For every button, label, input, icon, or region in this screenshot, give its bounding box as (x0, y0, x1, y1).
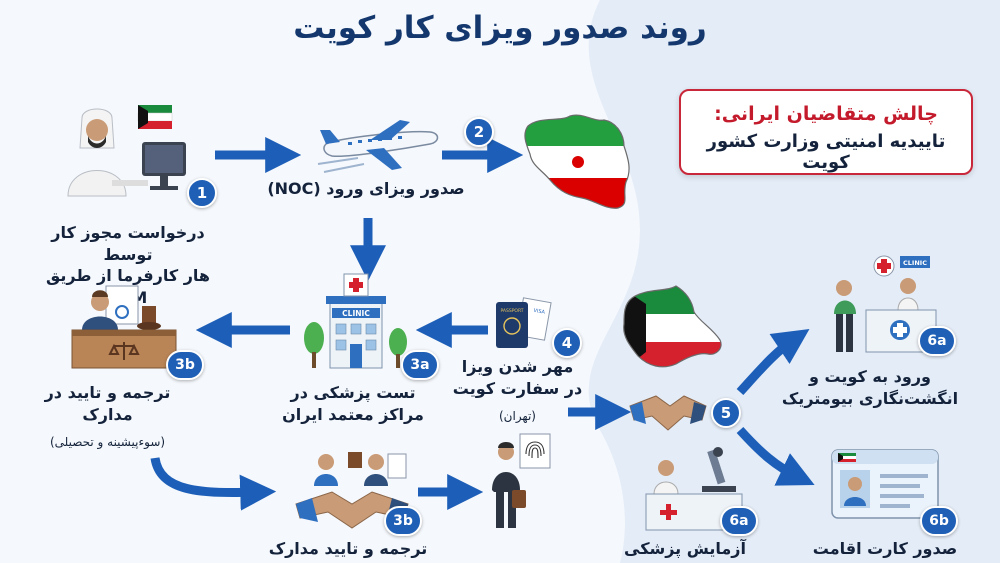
step-6a-top-line1: ورود به کویت و (809, 367, 931, 386)
arrow-5-to-6a (736, 329, 810, 396)
residence-card-icon (831, 449, 939, 519)
step-4-line2: در سفارت کویت (452, 378, 583, 398)
step-3b-top-line1: ترجمه و تایید در (44, 383, 171, 402)
airplane-icon (317, 120, 439, 173)
step-2-badge: 2 (464, 117, 494, 147)
step-3b-top-note: (سوءپیشینه و تحصیلی) (49, 435, 166, 449)
step-6a-top-line2: انگشت‌نگاری بیومتریک (781, 388, 959, 408)
step-3b-top-badge: 3b (166, 350, 204, 380)
iran-map-flag-icon (524, 114, 630, 209)
challenge-title: چالش متقاضیان ایرانی: (714, 103, 938, 125)
step-6b-label: صدور کارت اقامت (812, 539, 958, 558)
step-4-line1: مهر شدن ویزا (461, 357, 574, 376)
step-6a-bottom-label: آزمایش پزشکی (624, 539, 746, 558)
step-3b-top-line2: مدارک (82, 404, 133, 424)
kuwait-flag-card-icon (838, 453, 856, 462)
step-4-note: (تهران) (498, 409, 536, 423)
step-3b-top-label: ترجمه و تایید در مدارک (20, 382, 195, 425)
traveler-fingerprint-icon (492, 433, 551, 528)
biometric-clinic-sign-text: CLINIC (903, 259, 927, 267)
step-3a-line1: تست پزشکی در (290, 383, 416, 402)
clinic-building-icon: CLINIC (304, 273, 407, 369)
step-4-badge: 4 (552, 328, 582, 358)
step-3a-line2: مراکز معتمد ایران (282, 404, 424, 424)
passport-cover-text: PASSPORT (500, 308, 523, 314)
step-6a-bottom-badge: 6a (720, 506, 758, 536)
step-5-badge: 5 (711, 398, 741, 428)
passport-visa-icon: VISA PASSPORT (496, 297, 552, 348)
employer-at-computer-icon (67, 105, 186, 197)
noc-label: صدور ویزای ورود (NOC) (267, 179, 465, 198)
handshake-icon (629, 395, 707, 431)
step-1-line1: درخواست مجوز کار توسط (51, 223, 205, 264)
step-3b-bottom-badge: 3b (384, 506, 422, 536)
arrow-5-to-6b (736, 426, 815, 486)
kuwait-map-flag-icon (623, 285, 722, 368)
kuwait-flag-small-icon (137, 105, 173, 129)
step-3b-bottom-label: ترجمه و تایید مدارک (268, 539, 428, 558)
step-1-badge: 1 (187, 178, 217, 208)
step-3a-badge: 3a (401, 350, 439, 380)
arrow-3b-curve (150, 457, 277, 511)
step-4-label: مهر شدن ویزا در سفارت کویت (450, 356, 585, 399)
step-6a-top-badge: 6a (918, 326, 956, 356)
biometric-scan-icon: CLINIC (834, 255, 937, 353)
challenge-box: چالش متقاضیان ایرانی: تاییدیه امنیتی وزا… (679, 89, 973, 175)
step-6b-badge: 6b (920, 506, 958, 536)
visa-doc-text: VISA (533, 308, 546, 316)
clinic-sign-text: CLINIC (342, 309, 370, 318)
page-title: روند صدور ویزای کار کویت (293, 10, 707, 46)
step-6a-top-label: ورود به کویت و انگشت‌نگاری بیومتریک (770, 366, 970, 409)
notary-official-icon (71, 285, 177, 369)
step-3a-label: تست پزشکی در مراکز معتمد ایران (268, 382, 438, 425)
challenge-text: تاییدیه امنیتی وزارت کشور کویت (706, 131, 946, 173)
